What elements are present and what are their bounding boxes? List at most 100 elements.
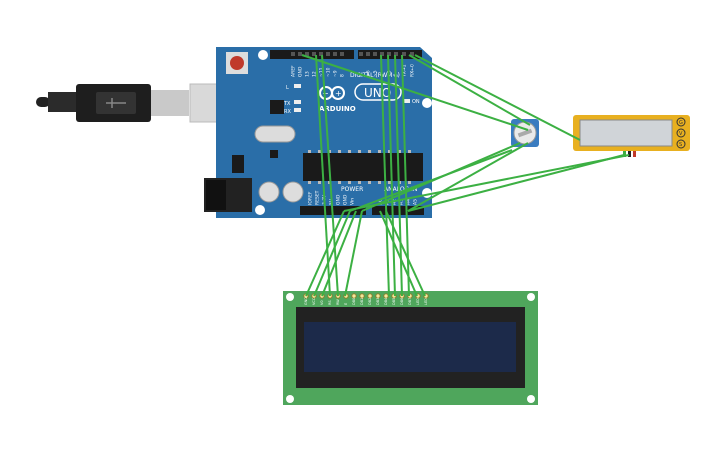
lcd-pin-label: VCC bbox=[312, 297, 316, 305]
header-pin[interactable] bbox=[387, 52, 391, 56]
lcd-pin-label: LED bbox=[424, 298, 428, 305]
wire[interactable] bbox=[380, 54, 390, 297]
mount-hole bbox=[286, 293, 294, 301]
lcd-pin-label: LED bbox=[416, 298, 420, 305]
header-pin[interactable] bbox=[394, 52, 398, 56]
sensor-pin[interactable] bbox=[676, 128, 686, 138]
wire[interactable] bbox=[321, 210, 357, 297]
small-chip bbox=[270, 150, 278, 158]
lcd-pin-label: DB5 bbox=[392, 298, 396, 305]
lcd-pin-label: DB6 bbox=[400, 298, 404, 305]
mount-hole bbox=[255, 205, 265, 215]
tx-led-label: TX bbox=[283, 101, 291, 107]
wire[interactable] bbox=[401, 54, 410, 297]
header-pin[interactable] bbox=[305, 52, 309, 56]
lcd-pin-label: DB1 bbox=[360, 298, 364, 305]
sensor-lead bbox=[628, 151, 631, 157]
sensor-pin[interactable] bbox=[676, 139, 686, 149]
on-label: ON bbox=[412, 99, 420, 105]
usb-chip bbox=[270, 100, 284, 114]
header-pin-label: ~9 bbox=[333, 70, 339, 77]
analog-pin-label: A5 bbox=[413, 199, 419, 205]
analog-label: ANALOG IN bbox=[384, 186, 417, 193]
wire[interactable] bbox=[414, 54, 581, 141]
mount-hole bbox=[527, 293, 535, 301]
l-led bbox=[294, 84, 301, 88]
wire[interactable] bbox=[387, 54, 396, 297]
header-pin-label: TX→1 bbox=[402, 64, 408, 78]
lcd-screen bbox=[304, 322, 516, 372]
header-pin-label: 13 bbox=[305, 71, 311, 77]
sensor-pin[interactable] bbox=[676, 117, 686, 127]
wire[interactable] bbox=[305, 210, 345, 297]
header-pin[interactable] bbox=[291, 52, 295, 56]
wire[interactable] bbox=[344, 210, 363, 297]
lcd-pin[interactable] bbox=[383, 293, 389, 299]
svg-text:+: + bbox=[335, 89, 342, 98]
header-pin[interactable] bbox=[333, 52, 337, 56]
header-pin[interactable] bbox=[366, 52, 370, 56]
lcd-pin-label: GND bbox=[304, 297, 308, 305]
header-pin-label: ~10 bbox=[326, 67, 332, 77]
lcd-pin-label: DB7 bbox=[408, 298, 412, 305]
wire[interactable] bbox=[407, 154, 625, 212]
reset-button[interactable] bbox=[230, 56, 244, 70]
wire[interactable] bbox=[349, 149, 513, 212]
lcd-pin-label: E bbox=[344, 303, 348, 305]
header-pin[interactable] bbox=[326, 52, 330, 56]
wire[interactable] bbox=[385, 210, 426, 297]
lcd-pin-label: DB3 bbox=[376, 298, 380, 305]
wire[interactable] bbox=[408, 54, 531, 126]
wire[interactable] bbox=[407, 142, 529, 212]
sensor-lead bbox=[623, 151, 626, 157]
capacitor bbox=[258, 181, 280, 203]
sensor-pin-label: V bbox=[679, 131, 683, 137]
header-pin[interactable] bbox=[312, 52, 316, 56]
power-label: POWER bbox=[341, 186, 363, 193]
wire[interactable] bbox=[301, 54, 529, 131]
atmega-pins bbox=[308, 150, 411, 184]
lcd-pin-label: RS bbox=[328, 300, 332, 305]
header-pin-label: 12 bbox=[312, 71, 318, 77]
power-pin-label: GND bbox=[336, 194, 342, 205]
wire[interactable] bbox=[343, 154, 630, 212]
lcd-pin-label: V0 bbox=[320, 300, 324, 305]
sensor-module[interactable]: G V S bbox=[573, 115, 690, 157]
arduino-logo-text: ARDUINO bbox=[319, 105, 356, 113]
regulator bbox=[232, 155, 244, 173]
header-pin[interactable] bbox=[340, 52, 344, 56]
header-pin-label: GND bbox=[298, 66, 304, 77]
mount-hole bbox=[422, 98, 432, 108]
analog-pin-label: A3 bbox=[399, 199, 405, 205]
lcd-pin[interactable] bbox=[367, 293, 373, 299]
power-pin-label: Vin bbox=[350, 198, 356, 205]
rx-led-label: RX bbox=[284, 109, 291, 115]
wire[interactable] bbox=[379, 210, 418, 297]
header-pin[interactable] bbox=[359, 52, 363, 56]
lcd-pin-label: RW bbox=[336, 299, 340, 305]
header-pin[interactable] bbox=[402, 52, 406, 56]
sensor-pin-label: G bbox=[679, 120, 683, 126]
header-pin[interactable] bbox=[410, 52, 414, 56]
header-pin[interactable] bbox=[373, 52, 377, 56]
wire[interactable] bbox=[394, 54, 403, 297]
lcd-pin[interactable] bbox=[351, 293, 357, 299]
header-pin[interactable] bbox=[380, 52, 384, 56]
header-pin-label: AREF bbox=[291, 65, 297, 77]
on-led bbox=[403, 99, 410, 103]
lcd-pin[interactable] bbox=[375, 293, 381, 299]
power-pin-label: GND bbox=[343, 194, 349, 205]
header-pin[interactable] bbox=[298, 52, 302, 56]
wire[interactable] bbox=[315, 54, 331, 297]
header-pin[interactable] bbox=[319, 52, 323, 56]
lcd-pin-label: DB0 bbox=[352, 298, 356, 305]
lcd-pin[interactable] bbox=[359, 293, 365, 299]
wires bbox=[301, 54, 630, 297]
wire[interactable] bbox=[313, 210, 351, 297]
wire[interactable] bbox=[321, 54, 339, 297]
tx-led bbox=[294, 100, 301, 104]
uno-badge bbox=[354, 83, 402, 101]
